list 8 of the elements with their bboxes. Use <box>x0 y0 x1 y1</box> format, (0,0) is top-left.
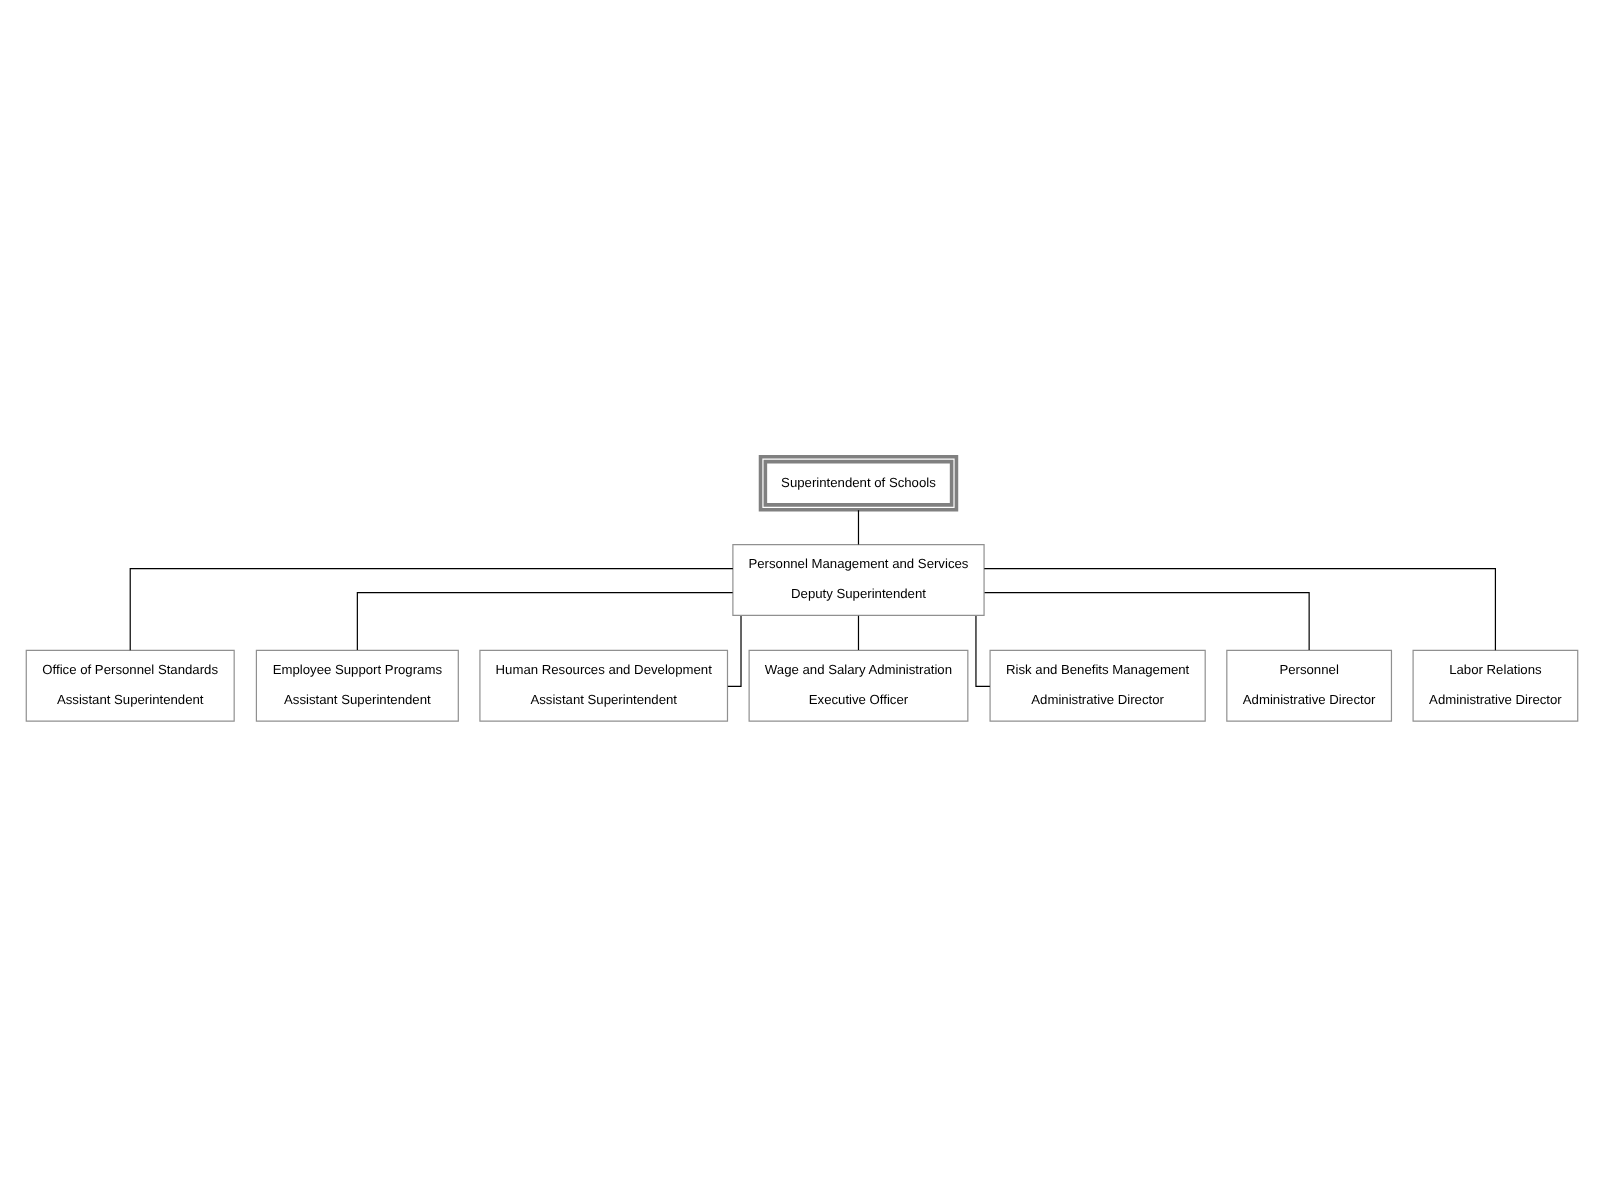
connector <box>983 567 1496 651</box>
connector <box>356 592 734 651</box>
connector <box>727 615 742 687</box>
connector <box>975 615 991 687</box>
connector <box>857 615 860 651</box>
connector <box>857 509 860 546</box>
connector <box>984 592 1310 651</box>
connector <box>129 567 734 651</box>
